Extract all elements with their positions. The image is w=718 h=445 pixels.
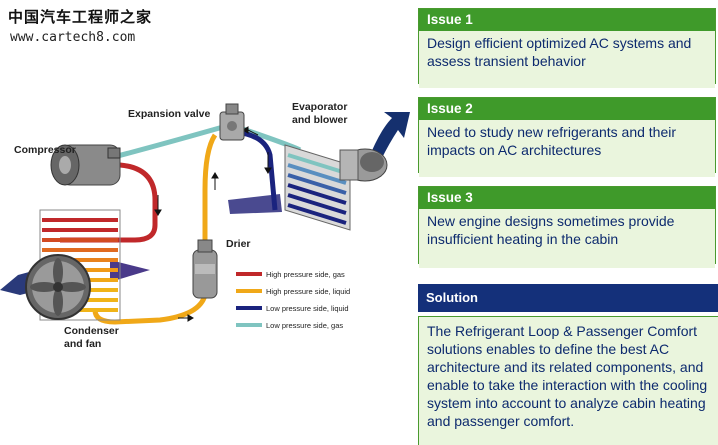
watermark-url: www.cartech8.com [10,30,136,45]
issue-text: Design efficient optimized AC systems an… [419,31,715,88]
expansion-valve [219,103,245,141]
legend-label-low-gas: Low pressure side, gas [266,321,343,330]
issue-card-3: Issue 3 New engine designs sometimes pro… [418,186,716,268]
label-and-fan: and fan [64,338,101,350]
pipe-high-liquid [202,133,218,240]
issue-title: Issue 3 [419,187,715,209]
flow-direction-arrows [154,126,272,322]
fan [25,254,91,320]
watermark-chinese: 中国汽车工程师之家 [8,8,153,26]
issue-title: Issue 2 [419,98,715,120]
label-condenser: Condenser [64,325,119,337]
blower [339,148,388,182]
legend: High pressure side, gas High pressure si… [236,270,350,330]
issue-text: New engine designs sometimes provide ins… [419,209,715,268]
legend-label-low-liquid: Low pressure side, liquid [266,304,349,313]
legend-label-high-liquid: High pressure side, liquid [266,287,350,296]
label-drier: Drier [226,238,251,250]
issue-title: Issue 1 [419,9,715,31]
compressor [50,144,121,186]
label-expansion-valve: Expansion valve [128,108,210,120]
pipe-high-gas [60,162,158,243]
label-and-blower: and blower [292,114,347,126]
solution-title: Solution [418,284,718,312]
evaporator [284,144,351,231]
ac-system-diagram: Expansion valve Evaporator and blower Co… [0,101,410,350]
issue-text: Need to study new refrigerants and their… [419,120,715,177]
legend-label-high-gas: High pressure side, gas [266,270,345,279]
pipe-high-liquid-2 [92,294,208,325]
airflow-arrow-evaporator-in [228,194,282,214]
issue-card-1: Issue 1 Design efficient optimized AC sy… [418,8,716,88]
issue-card-2: Issue 2 Need to study new refrigerants a… [418,97,716,177]
label-evaporator: Evaporator [292,101,347,113]
drier [192,239,218,299]
solution-text: The Refrigerant Loop & Passenger Comfort… [418,316,718,445]
label-compressor: Compressor [14,144,76,156]
pipe-low-gas [109,122,231,161]
